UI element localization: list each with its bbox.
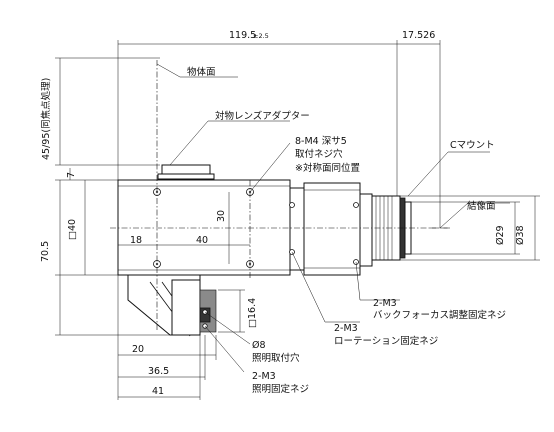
label-mount-screw-1: 8-M4 深サ5 <box>295 136 347 147</box>
dim-width-18: 18 <box>130 235 142 246</box>
label-image-plane: 結像面 <box>467 200 496 212</box>
label-backfocus-count: 2-M3 <box>373 298 397 309</box>
dimension-lines <box>55 40 540 400</box>
dim-dia-38: Ø38 <box>515 225 526 245</box>
dim-width-41: 41 <box>152 386 164 397</box>
dim-overall-length: 119.5 <box>229 30 256 41</box>
label-c-mount: Cマウント <box>450 140 495 151</box>
label-mount-screw-3: ※対称面同位置 <box>295 162 360 174</box>
lens-body-outline <box>117 164 412 337</box>
dim-height-7: 7 <box>66 172 77 178</box>
dim-mount-offset: 17.526 <box>402 30 435 41</box>
dim-square-40: □40 <box>67 219 78 240</box>
label-object-plane: 物体面 <box>187 66 216 78</box>
leader-lines <box>156 63 510 373</box>
label-light-count: 2-M3 <box>252 371 276 382</box>
dim-dia-29: Ø29 <box>495 225 506 245</box>
dim-wd-range: 45/95(同焦点処理) <box>40 78 52 160</box>
label-objective-adapter: 対物レンズアダプター <box>215 110 310 122</box>
dim-height-30: 30 <box>216 210 227 222</box>
dim-square-16-4: □16.4 <box>247 298 258 328</box>
dim-height-70-5: 70.5 <box>40 241 51 262</box>
barrel-outline <box>289 187 305 271</box>
label-light-dia: Ø8 <box>252 340 266 351</box>
label-mount-screw-2: 取付ネジ穴 <box>295 148 343 160</box>
main-block-outline <box>117 179 291 276</box>
label-rotation-screw: ローテーション固定ネジ <box>334 335 438 347</box>
label-rotation-count: 2-M3 <box>334 323 358 334</box>
label-backfocus-screw: バックフォーカス調整固定ネジ <box>373 309 506 321</box>
dim-width-40: 40 <box>196 235 208 246</box>
dim-width-20: 20 <box>132 344 144 355</box>
dim-width-36-5: 36.5 <box>148 366 169 377</box>
label-light-screw: 照明固定ネジ <box>252 383 309 395</box>
center-lines <box>110 60 450 330</box>
label-light-hole: 照明取付穴 <box>252 352 300 364</box>
dim-overall-length-tol: ±2.5 <box>253 32 269 40</box>
